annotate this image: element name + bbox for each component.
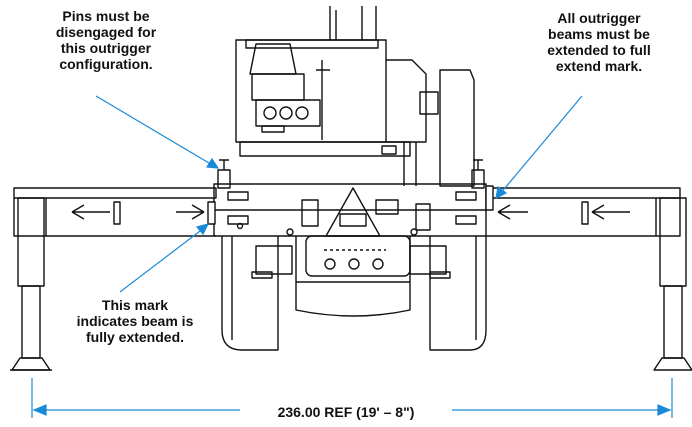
arrow-icon: [497, 204, 528, 220]
arrow-icon: [581, 201, 630, 225]
extend-mark-left: [207, 201, 216, 225]
outrigger-pin-left: [217, 159, 231, 189]
outrigger-beam-left: [13, 187, 217, 237]
callout-pins-disengaged: Pins must be disengaged for this outrigg…: [55, 8, 157, 72]
dimension-label: 236.00 REF (19' – 8"): [240, 404, 452, 420]
callout-extend-mark: This mark indicates beam is fully extend…: [76, 297, 194, 345]
outrigger-box: [213, 183, 487, 237]
extend-mark-right: [485, 185, 494, 211]
callout-beams-extended: All outrigger beams must be extended to …: [547, 10, 651, 74]
arrow-icon: [71, 201, 121, 225]
leader-line-beams: [495, 95, 583, 200]
outrigger-pin-right: [471, 159, 485, 189]
tires: [221, 236, 487, 351]
operator-seat: [249, 43, 330, 140]
arrow-icon: [176, 204, 205, 220]
cab-structure: [235, 6, 475, 187]
outrigger-leg-left: [10, 197, 52, 371]
outrigger-leg-right: [653, 197, 692, 371]
leader-line-mark: [119, 223, 210, 293]
leader-line-pins: [95, 95, 220, 169]
